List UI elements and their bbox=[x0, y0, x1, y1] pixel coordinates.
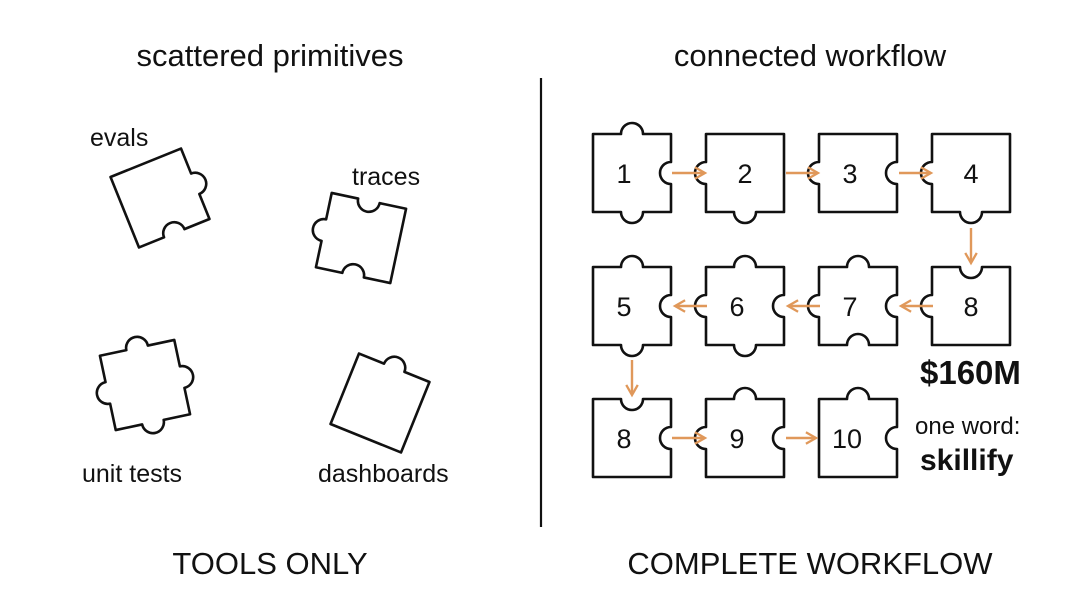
workflow-piece-number: 9 bbox=[729, 424, 744, 454]
workflow-piece: 2 bbox=[693, 132, 786, 225]
puzzle-piece-unit-tests bbox=[95, 335, 195, 435]
label-dashboards: dashboards bbox=[318, 460, 449, 488]
right-footer: COMPLETE WORKFLOW bbox=[627, 546, 993, 581]
puzzle-piece-traces bbox=[311, 191, 408, 285]
puzzle-piece-icon bbox=[591, 397, 673, 479]
puzzle-piece-icon bbox=[817, 386, 899, 479]
puzzle-piece-evals bbox=[109, 147, 211, 249]
workflow-piece-number: 2 bbox=[737, 159, 752, 189]
puzzle-piece-dashboards bbox=[329, 352, 431, 454]
left-heading: scattered primitives bbox=[136, 38, 403, 73]
workflow-piece-number: 10 bbox=[832, 424, 862, 454]
puzzle-piece-icon bbox=[95, 335, 195, 435]
puzzle-piece-icon bbox=[329, 352, 431, 454]
workflow-piece: 7 bbox=[806, 254, 899, 347]
right-heading: connected workflow bbox=[674, 38, 947, 73]
workflow-piece-number: 4 bbox=[963, 159, 978, 189]
workflow-piece-number: 3 bbox=[842, 159, 857, 189]
puzzle-piece-icon bbox=[591, 121, 673, 225]
puzzle-piece-icon bbox=[591, 254, 673, 358]
puzzle-piece-icon bbox=[919, 265, 1012, 347]
label-evals: evals bbox=[90, 124, 148, 152]
workflow-piece: 1 bbox=[591, 121, 673, 225]
workflow-piece: 8 bbox=[591, 397, 673, 479]
workflow-piece: 4 bbox=[919, 132, 1012, 225]
workflow-piece-number: 8 bbox=[963, 292, 978, 322]
amount-label: $160M bbox=[920, 354, 1021, 391]
workflow-piece: 8 bbox=[919, 265, 1012, 347]
workflow-piece-number: 7 bbox=[842, 292, 857, 322]
one-word-caption: one word: bbox=[915, 413, 1020, 440]
label-traces: traces bbox=[352, 163, 420, 191]
workflow-piece-number: 5 bbox=[616, 292, 631, 322]
workflow-piece-number: 8 bbox=[616, 424, 631, 454]
puzzle-piece-icon bbox=[311, 191, 408, 285]
workflow-piece: 3 bbox=[806, 132, 899, 214]
puzzle-piece-icon bbox=[806, 254, 899, 347]
one-word-value: skillify bbox=[920, 444, 1014, 477]
workflow-piece-number: 1 bbox=[616, 159, 631, 189]
puzzle-piece-icon bbox=[693, 254, 786, 358]
puzzle-piece-icon bbox=[109, 147, 211, 249]
label-unit-tests: unit tests bbox=[82, 460, 182, 488]
workflow-piece-number: 6 bbox=[729, 292, 744, 322]
left-footer: TOOLS ONLY bbox=[172, 546, 367, 581]
scattered-pieces bbox=[95, 147, 431, 454]
workflow-piece: 9 bbox=[693, 386, 786, 479]
workflow-piece: 5 bbox=[591, 254, 673, 358]
workflow-grid: 1 2 3 4 8 7 6 5 8 9 10 bbox=[591, 121, 1012, 479]
workflow-piece: 10 bbox=[817, 386, 899, 479]
workflow-piece: 6 bbox=[693, 254, 786, 358]
